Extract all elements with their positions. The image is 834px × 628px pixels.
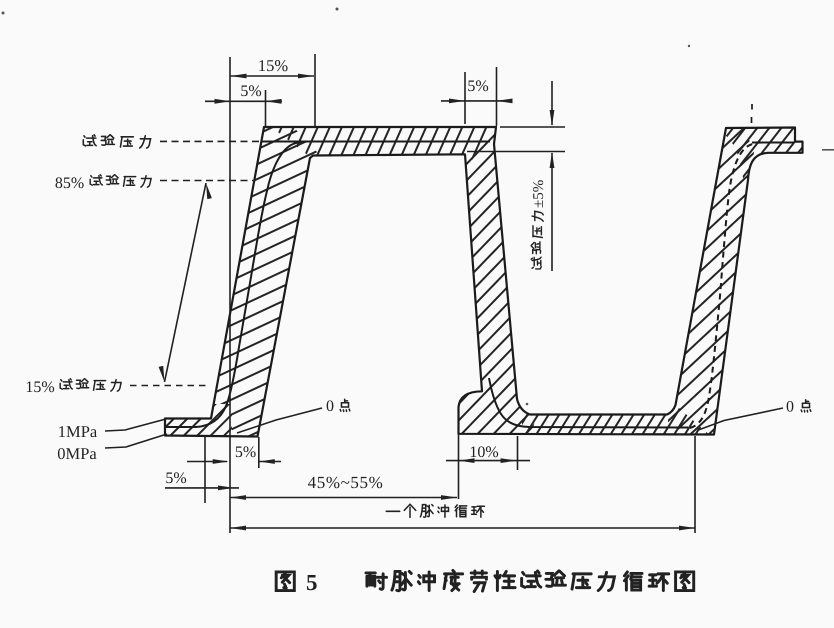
svg-text:5%: 5% [165,470,186,487]
svg-text:85%: 85% [55,175,84,192]
svg-text:10%: 10% [469,444,498,461]
svg-text:5%: 5% [235,444,256,461]
svg-text:15%: 15% [25,379,54,396]
svg-text:1MPa: 1MPa [58,422,98,441]
svg-text:0MPa: 0MPa [57,444,97,463]
svg-text:5: 5 [306,570,318,595]
svg-text:±5%: ±5% [531,180,547,208]
svg-text:15%: 15% [258,56,289,75]
svg-text:5%: 5% [467,78,488,95]
svg-text:45%~55%: 45%~55% [308,473,384,492]
svg-text:0: 0 [786,399,794,416]
svg-text:0: 0 [326,398,334,415]
svg-text:5%: 5% [240,83,261,100]
